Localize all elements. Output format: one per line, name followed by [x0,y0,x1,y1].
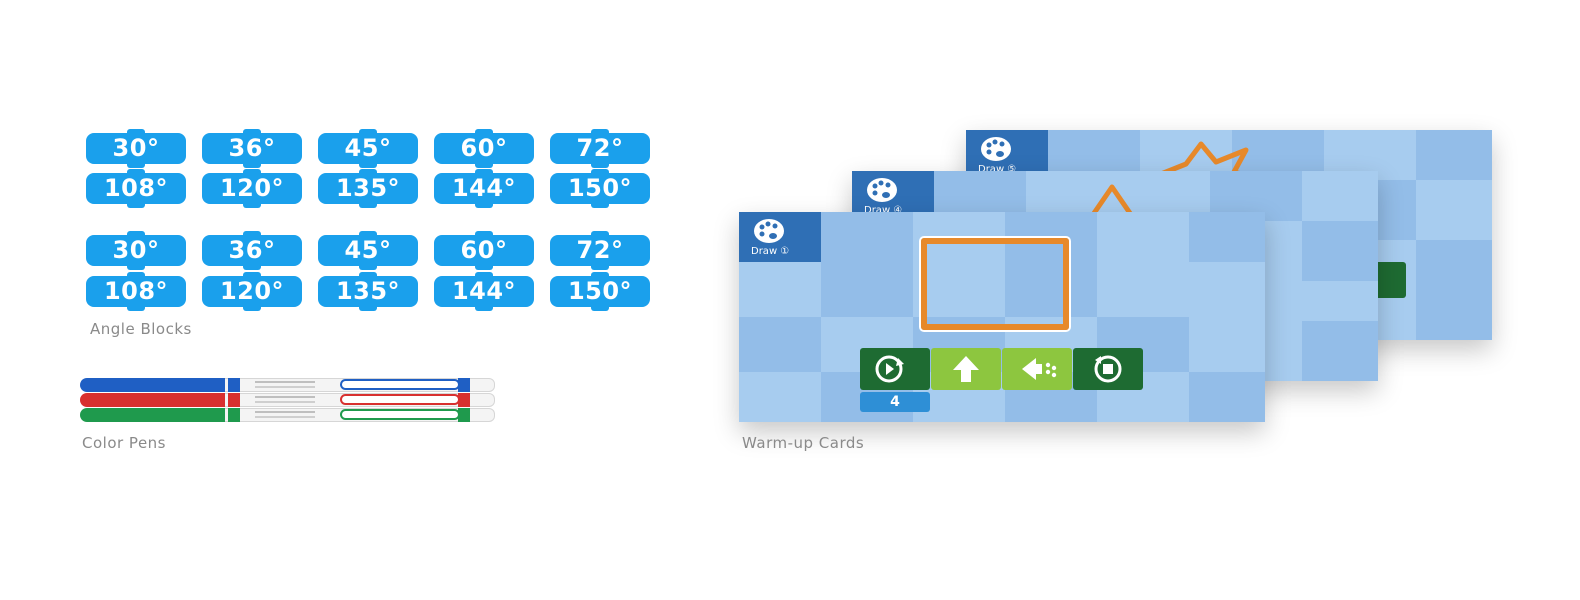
triangle-shape [1087,184,1137,221]
angle-block[interactable]: 108° [86,272,186,311]
warmup-card-front[interactable]: Draw ① 4 [739,212,1265,422]
angle-block[interactable]: 36° [202,231,302,270]
card-tag: Draw ① [739,212,821,262]
command-turn-left[interactable] [1002,348,1072,390]
forward-arrow-icon [953,356,979,382]
palette-icon [867,178,897,202]
command-block [1374,262,1406,298]
angle-block[interactable]: 60° [434,129,534,168]
angle-block[interactable]: 144° [434,272,534,311]
blue-pen [80,378,500,392]
command-repeat-end[interactable] [1073,348,1143,390]
angle-block[interactable]: 135° [318,272,418,311]
angle-block[interactable]: 45° [318,231,418,270]
angle-block[interactable]: 135° [318,169,418,208]
red-pen [80,393,500,407]
angle-block[interactable]: 72° [550,129,650,168]
command-repeat-start[interactable] [860,348,930,390]
angle-block[interactable]: 150° [550,169,650,208]
angle-block[interactable]: 108° [86,169,186,208]
angle-block[interactable]: 30° [86,231,186,270]
repeat-count-badge: 4 [860,392,930,412]
repeat-start-icon [875,355,904,383]
turn-left-icon [1022,358,1057,380]
angle-block[interactable]: 150° [550,272,650,311]
angle-block[interactable]: 30° [86,129,186,168]
angle-block[interactable]: 36° [202,129,302,168]
angle-blocks-caption: Angle Blocks [90,320,192,338]
angle-block[interactable]: 60° [434,231,534,270]
angle-block[interactable]: 120° [202,272,302,311]
palette-icon [754,219,784,243]
command-forward[interactable] [931,348,1001,390]
warmup-cards-caption: Warm-up Cards [742,434,865,452]
color-pens-image [80,374,500,428]
angle-block[interactable]: 45° [318,129,418,168]
angle-block[interactable]: 144° [434,169,534,208]
green-pen [80,408,500,422]
color-pens-caption: Color Pens [82,434,166,452]
repeat-end-icon [1094,355,1122,383]
palette-icon [981,137,1011,161]
angle-block[interactable]: 72° [550,231,650,270]
angle-block[interactable]: 120° [202,169,302,208]
square-shape [921,238,1069,330]
